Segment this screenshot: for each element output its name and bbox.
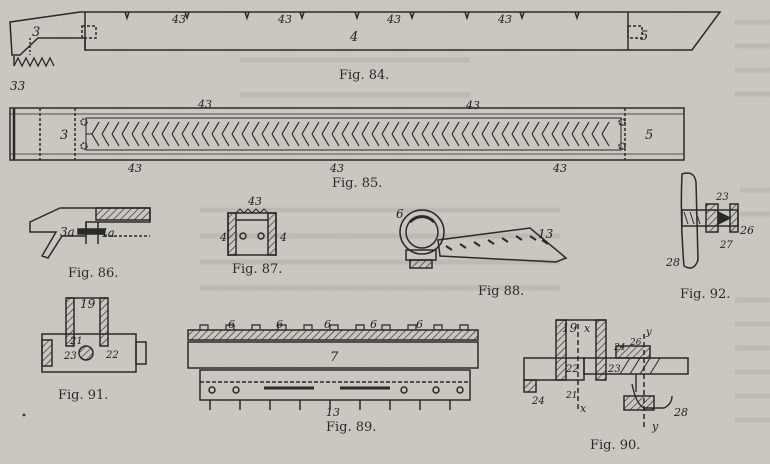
fig-84-label-43: 43 — [386, 13, 401, 26]
fig-90-label-24: 24 — [531, 396, 545, 407]
fig-86-label-4a: 4a — [99, 226, 115, 240]
fig-91-label-21: 21 — [69, 336, 83, 347]
fig-90-label-19: 19 — [562, 321, 578, 335]
fig-86-drawing — [29, 207, 151, 259]
fig-85-caption: Fig. 85. — [332, 176, 383, 191]
fig-90-drawing — [523, 319, 689, 428]
fig-91-drawing — [41, 297, 147, 373]
fig-88-drawing — [399, 209, 568, 269]
fig-84-label-43: 43 — [171, 13, 186, 26]
fig-90-label-y: y — [651, 420, 659, 433]
ink-speck — [22, 413, 26, 417]
fig-92-drawing — [680, 172, 739, 269]
fig-84-label-5: 5 — [640, 29, 648, 44]
fig-84-label-4: 4 — [349, 30, 358, 45]
fig-92-label-28: 28 — [665, 256, 680, 269]
fig-91-label-19: 19 — [80, 297, 96, 311]
fig-90-label-23: 23 — [607, 364, 621, 375]
fig-90-label-21: 21 — [565, 391, 577, 401]
fig-90-label-y: y — [645, 327, 652, 338]
fig-86-label-3a: 3a — [60, 225, 75, 239]
fig-86-caption: Fig. 86. — [68, 266, 119, 281]
fig-89-label-13: 13 — [326, 406, 340, 419]
fig-85-label-43: 43 — [552, 162, 567, 175]
fig-87-label-4: 4 — [279, 231, 287, 244]
fig-90-label-22: 22 — [565, 364, 579, 375]
fig-89-label-7: 7 — [330, 350, 339, 365]
fig-85-label-43: 43 — [465, 99, 480, 112]
fig-85-label-43: 43 — [329, 162, 344, 175]
fig-91-label-22: 22 — [105, 350, 119, 361]
fig-89-drawing — [187, 324, 479, 410]
fig-84-label-43: 43 — [497, 13, 512, 26]
fig-84-label-33: 33 — [10, 79, 26, 93]
fig-85-label-5: 5 — [645, 128, 653, 143]
fig-84-caption: Fig. 84. — [339, 68, 390, 83]
fig-90-label-x: x — [584, 322, 591, 335]
fig-90-label-28: 28 — [673, 406, 688, 419]
fig-89-label-6: 6 — [416, 318, 423, 331]
fig-84-label-3: 3 — [32, 25, 40, 40]
fig-90-label-24: 24 — [613, 343, 626, 353]
fig-90-label-26: 26 — [629, 338, 642, 348]
fig-87-drawing — [227, 208, 277, 256]
fig-92-label-26: 26 — [739, 224, 754, 237]
fig-85-label-3: 3 — [60, 128, 68, 143]
fig-84-drawing — [9, 11, 722, 68]
fig-89-label-6: 6 — [228, 318, 235, 331]
fig-90-caption: Fig. 90. — [590, 438, 641, 453]
fig-91-label-23: 23 — [63, 351, 77, 362]
fig-89-caption: Fig. 89. — [326, 420, 377, 435]
fig-91-caption: Fig. 91. — [58, 388, 109, 403]
fig-89-label-6: 6 — [276, 318, 283, 331]
fig-90-label-x: x — [580, 402, 587, 415]
fig-88-label-6: 6 — [396, 207, 404, 221]
fig-89-label-6: 6 — [324, 318, 331, 331]
fig-85-drawing — [9, 107, 685, 161]
fig-85-label-43: 43 — [127, 162, 142, 175]
fig-92-label-27: 27 — [719, 240, 733, 251]
fig-88-label-13: 13 — [538, 227, 554, 241]
fig-92-label-23: 23 — [715, 192, 729, 203]
fig-87-label-43: 43 — [247, 195, 262, 208]
fig-89-label-6: 6 — [370, 318, 377, 331]
fig-85-label-43: 43 — [197, 98, 212, 111]
fig-84-label-43: 43 — [277, 13, 292, 26]
fig-87-label-4: 4 — [219, 231, 227, 244]
fig-88-caption: Fig 88. — [478, 284, 525, 299]
fig-92-caption: Fig. 92. — [680, 287, 731, 302]
fig-87-caption: Fig. 87. — [232, 262, 283, 277]
